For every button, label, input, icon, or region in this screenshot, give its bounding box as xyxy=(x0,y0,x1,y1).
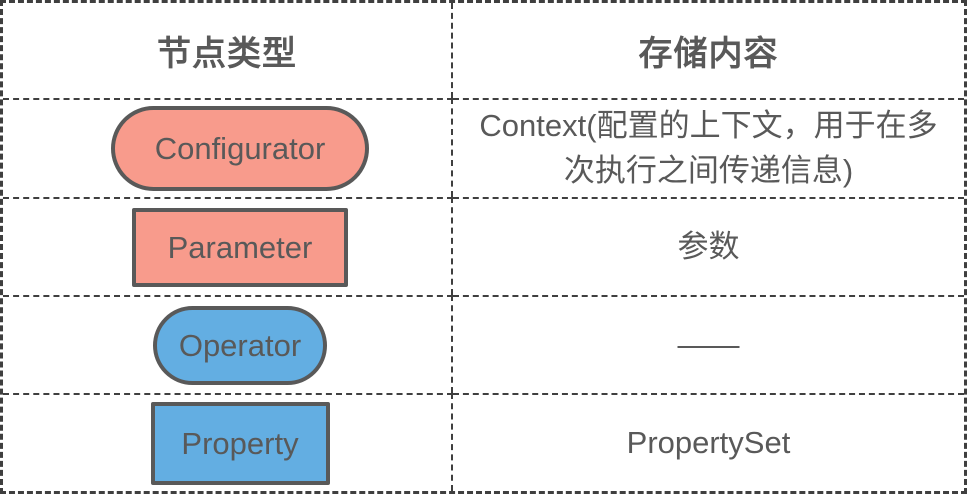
operator-node-shape: Operator xyxy=(153,305,327,385)
property-node-label: Property xyxy=(181,425,299,461)
operator-storage-text: —— xyxy=(677,326,740,362)
table-row-configurator-node-cell: Configurator xyxy=(3,98,453,197)
configurator-storage-text: Context(配置的上下文，用于在多次执行之间传递信息) xyxy=(479,107,938,188)
table-row-operator-storage-cell: —— xyxy=(453,295,964,393)
table-row-property-node-cell: Property xyxy=(3,393,453,491)
operator-node-label: Operator xyxy=(178,327,302,363)
header-cell-storage-content: 存储内容 xyxy=(638,35,779,73)
property-storage-text: PropertySet xyxy=(626,424,791,460)
configurator-node-shape: Configurator xyxy=(111,106,369,191)
parameter-storage-text: 参数 xyxy=(677,228,740,264)
table-row-parameter-storage-cell: 参数 xyxy=(453,197,964,295)
parameter-node-label: Parameter xyxy=(167,229,313,265)
header-cell-node-type: 节点类型 xyxy=(3,3,453,98)
table-row-configurator-storage-cell: Context(配置的上下文，用于在多次执行之间传递信息) xyxy=(453,98,964,197)
table-row-parameter-node-cell: Parameter xyxy=(3,197,453,295)
parameter-node-shape: Parameter xyxy=(132,207,348,287)
table-row-operator-node-cell: Operator xyxy=(3,295,453,393)
configurator-node-label: Configurator xyxy=(154,131,326,166)
property-node-shape: Property xyxy=(150,401,330,485)
table-row-property-storage-cell: PropertySet xyxy=(453,393,964,491)
